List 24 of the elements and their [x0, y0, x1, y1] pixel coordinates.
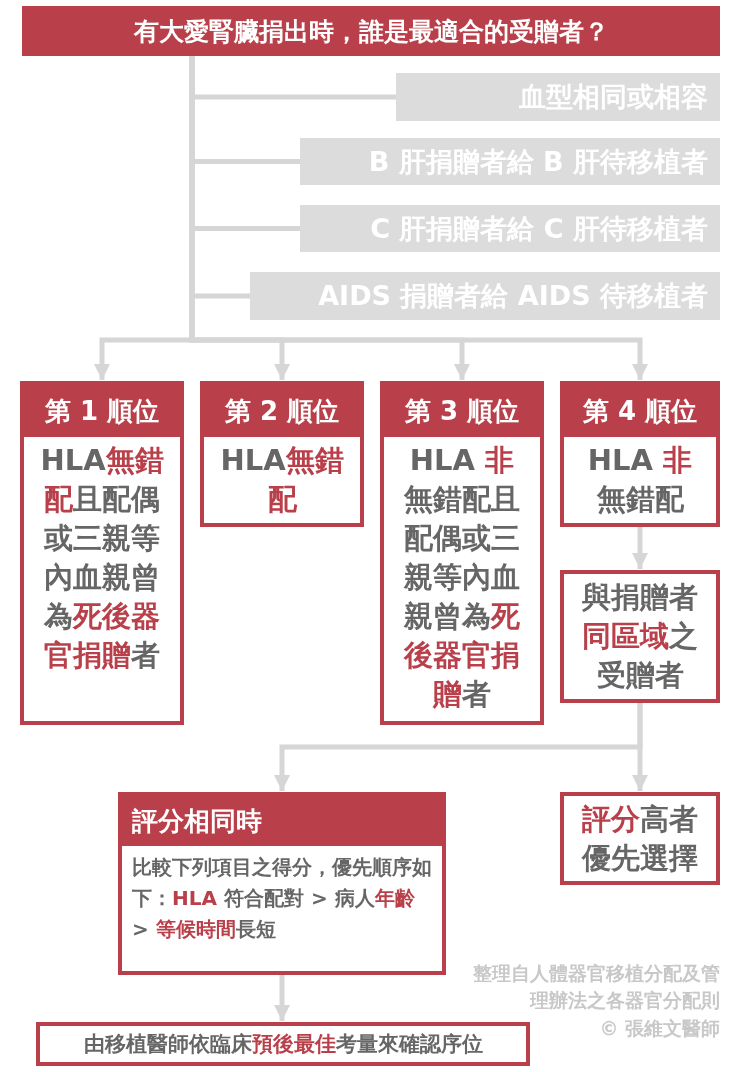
final-step-box: [36, 1022, 530, 1066]
box-text: HLA無錯配: [220, 442, 344, 518]
priority-box: [560, 381, 720, 527]
box-text: HLA 非無錯配: [586, 442, 694, 518]
priority-box: [200, 381, 364, 527]
box-header: 第 1 順位: [24, 385, 180, 437]
box-header: 第 4 順位: [564, 385, 716, 437]
region-box: [560, 570, 720, 703]
box-text: HLA無錯配且配偶或三親等內血親曾為死後器官捐贈者: [40, 442, 164, 674]
score-box: [560, 792, 720, 885]
box-header: 評分相同時: [122, 796, 442, 846]
box-text: 評分高者優先選擇: [580, 800, 699, 877]
box-header: 第 2 順位: [204, 385, 360, 437]
box-text: 比較下列項目之得分，優先順序如下：HLA 符合配對 > 病人年齡 > 等候時間長短: [131, 854, 433, 943]
priority-box: [20, 381, 184, 725]
arrow: [632, 527, 648, 569]
box-header: 第 3 順位: [384, 385, 540, 437]
arrow: [274, 975, 290, 1021]
arrow: [632, 703, 648, 791]
box-text: HLA 非無錯配且配偶或三親等內血親曾為死後器官捐贈者: [402, 442, 521, 713]
box-text: 與捐贈者同區域之受贈者: [581, 579, 699, 694]
title-banner: 有大愛腎臟捐出時，誰是最適合的受贈者？: [22, 6, 720, 56]
priority-box: [380, 381, 544, 725]
box-text: 由移植醫師依臨床預後最佳考量來確認序位: [83, 1031, 483, 1058]
